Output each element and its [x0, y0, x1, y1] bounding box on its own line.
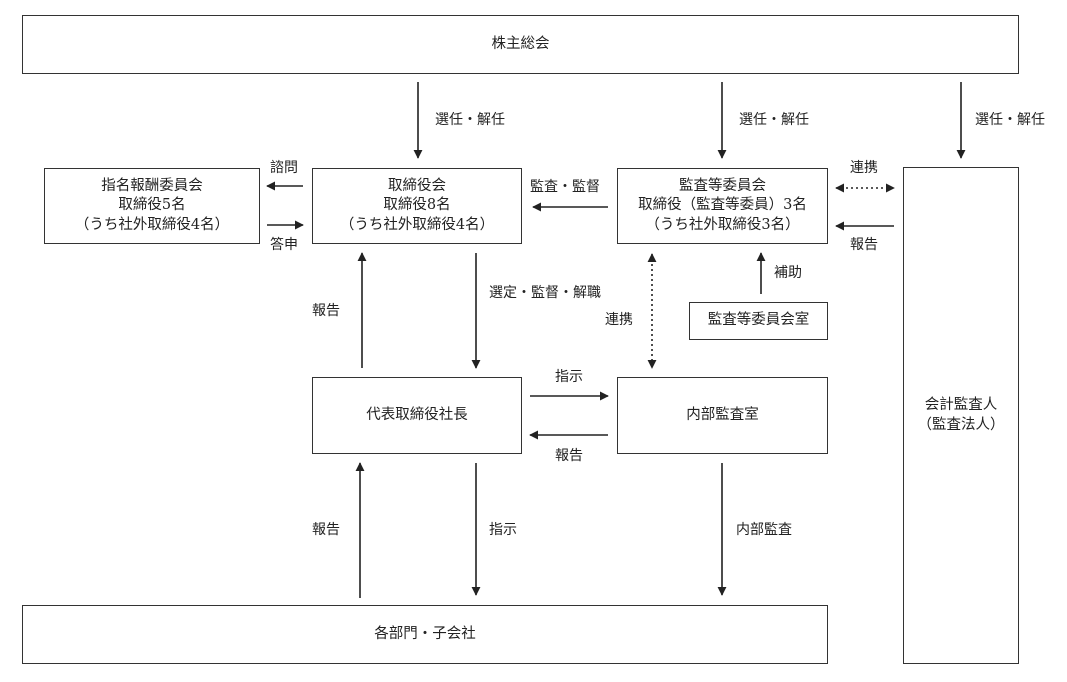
- board-outside: （うち社外取締役4名）: [339, 216, 495, 233]
- nomination-committee-members: 取締役5名: [118, 197, 186, 214]
- president-box: 代表取締役社長: [312, 377, 522, 454]
- audit-committee-members: 取締役（監査等委員）3名: [638, 197, 807, 214]
- label-report-internal: 報告: [555, 448, 583, 464]
- shareholders-meeting-box: 株主総会: [22, 15, 1019, 74]
- label-elect-audit: 選任・解任: [739, 112, 809, 128]
- board-box: 取締役会 取締役8名 （うち社外取締役4名）: [312, 168, 522, 244]
- label-internal-audit: 内部監査: [736, 522, 792, 538]
- label-elect-auditor: 選任・解任: [975, 112, 1045, 128]
- internal-audit-box: 内部監査室: [617, 377, 828, 454]
- internal-audit-label: 内部監査室: [686, 406, 759, 423]
- label-coop-auditor: 連携: [850, 160, 878, 176]
- label-report-dept: 報告: [312, 522, 340, 538]
- accounting-auditor-box: 会計監査人 （監査法人）: [903, 167, 1019, 664]
- label-elect-board: 選任・解任: [435, 112, 505, 128]
- label-assist: 補助: [774, 265, 802, 281]
- label-instruct-dept: 指示: [489, 522, 517, 538]
- president-label: 代表取締役社長: [366, 406, 468, 423]
- nomination-committee-outside: （うち社外取締役4名）: [74, 216, 230, 233]
- audit-committee-outside: （うち社外取締役3名）: [645, 216, 800, 233]
- departments-label: 各部門・子会社: [374, 625, 476, 642]
- label-report-board: 報告: [312, 303, 340, 319]
- board-title: 取締役会: [388, 178, 446, 195]
- board-members: 取締役8名: [383, 197, 451, 214]
- label-consult: 諮問: [270, 160, 298, 176]
- audit-office-box: 監査等委員会室: [689, 302, 828, 340]
- label-instruct-internal: 指示: [555, 369, 583, 385]
- label-report-back: 答申: [270, 237, 298, 253]
- nomination-committee-box: 指名報酬委員会 取締役5名 （うち社外取締役4名）: [44, 168, 260, 244]
- audit-committee-box: 監査等委員会 取締役（監査等委員）3名 （うち社外取締役3名）: [617, 168, 828, 244]
- label-appoint-supervise: 選定・監督・解職: [489, 285, 601, 301]
- label-report-auditor: 報告: [850, 237, 878, 253]
- accounting-auditor-title: 会計監査人: [924, 397, 998, 414]
- shareholders-meeting-label: 株主総会: [491, 35, 550, 52]
- accounting-auditor-sub: （監査法人）: [917, 416, 1005, 433]
- audit-committee-title: 監査等委員会: [679, 178, 766, 195]
- label-audit-supervise: 監査・監督: [530, 179, 600, 195]
- audit-office-label: 監査等委員会室: [707, 312, 810, 329]
- nomination-committee-title: 指名報酬委員会: [101, 178, 203, 195]
- departments-box: 各部門・子会社: [22, 605, 828, 664]
- label-coop-internal: 連携: [605, 312, 633, 328]
